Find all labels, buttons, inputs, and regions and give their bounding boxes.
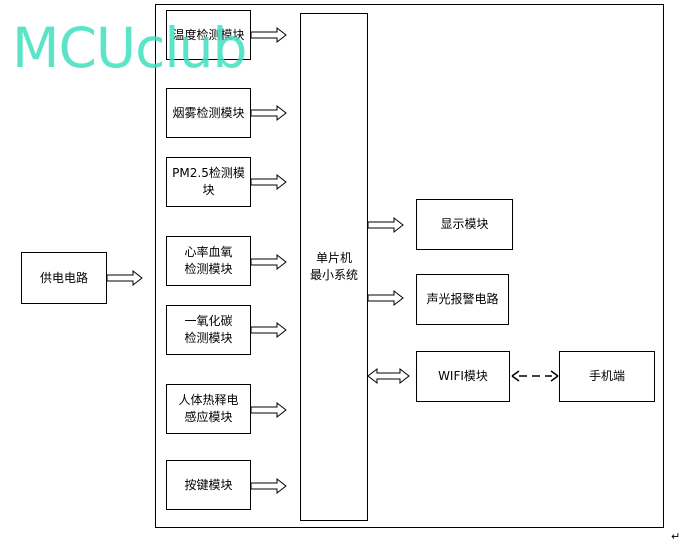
- watermark-logo: MCUclub: [12, 16, 247, 80]
- arrow-mcu-to-display: [367, 217, 404, 233]
- display-module: 显示模块: [416, 199, 513, 250]
- arrow-mcu-to-alarm: [367, 290, 404, 306]
- arrow-temp-to-mcu: [250, 27, 287, 43]
- pir-module: 人体热释电 感应模块: [166, 384, 251, 434]
- paragraph-mark: ↵: [671, 530, 681, 543]
- pm25-module: PM2.5检测模块: [166, 157, 251, 207]
- mcu-minimum-system: 单片机 最小系统: [300, 13, 368, 521]
- wifi-module: WIFI模块: [416, 351, 510, 402]
- co-module: 一氧化碳 检测模块: [166, 305, 251, 355]
- phone-client: 手机端: [559, 351, 655, 402]
- power-supply-circuit: 供电电路: [21, 252, 107, 304]
- arrow-keys-to-mcu: [250, 478, 287, 494]
- keys-module: 按键模块: [166, 460, 251, 510]
- heart-rate-spo2-module: 心率血氧 检测模块: [166, 236, 251, 286]
- arrow-power-to-system: [106, 270, 143, 286]
- arrow-smoke-to-mcu: [250, 105, 287, 121]
- temperature-module: 温度检测模块: [166, 10, 251, 60]
- arrow-mcu-wifi-bidirectional: [367, 368, 410, 384]
- arrow-pir-to-mcu: [250, 402, 287, 418]
- wireless-link: [511, 370, 559, 382]
- arrow-heart-to-mcu: [250, 254, 287, 270]
- system-frame: [155, 4, 664, 528]
- arrow-pm25-to-mcu: [250, 174, 287, 190]
- arrow-co-to-mcu: [250, 322, 287, 338]
- alarm-circuit: 声光报警电路: [416, 274, 509, 325]
- smoke-module: 烟雾检测模块: [166, 88, 251, 138]
